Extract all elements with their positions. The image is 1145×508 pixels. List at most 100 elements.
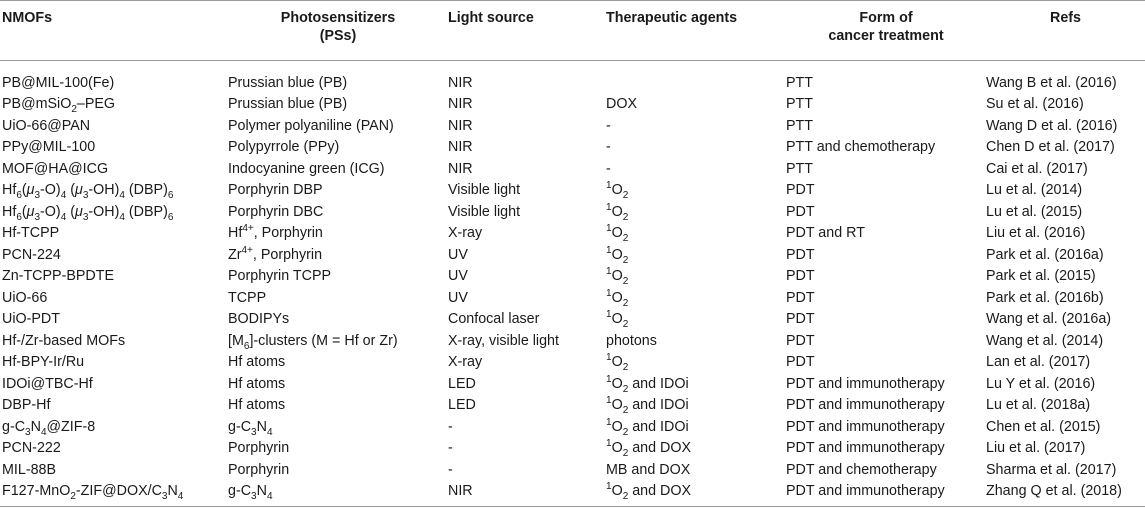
cell-ref: Sharma et al. (2017) [986,461,1117,478]
cell-therapeutic-agent: 1O2 [606,180,629,202]
cell-treatment-form: PTT [786,74,814,91]
cell-ref: Lan et al. (2017) [986,354,1091,371]
cell-nmof: PCN-224 [2,246,61,263]
cell-photosensitizer: [M6]-clusters (M = Hf or Zr) [228,332,398,352]
cell-ref: Lu Y et al. (2016) [986,375,1096,392]
cell-therapeutic-agent: 1O2 [606,352,629,374]
cell-photosensitizer: g-C3N4 [228,418,273,438]
cell-photosensitizer: Hf4+, Porphyrin [228,223,323,242]
cell-photosensitizer: Hf atoms [228,375,286,392]
cell-photosensitizer: Porphyrin [228,461,290,478]
cell-light-source: NIR [448,74,473,91]
cell-light-source: Confocal laser [448,311,540,328]
table-bottom-rule [0,506,1145,507]
cell-nmof: UiO-PDT [2,311,60,328]
cell-ref: Wang et al. (2014) [986,332,1104,349]
cell-ref: Cai et al. (2017) [986,160,1088,177]
cell-ref: Lu et al. (2015) [986,203,1083,220]
cell-light-source: NIR [448,483,473,500]
cell-therapeutic-agent: 1O2 [606,309,629,331]
cell-nmof: MIL-88B [2,461,57,478]
cell-ref: Liu et al. (2016) [986,225,1086,242]
cell-ref: Park et al. (2016b) [986,289,1104,306]
cell-light-source: Visible light [448,203,521,220]
cell-light-source: LED [448,375,476,392]
cell-treatment-form: PDT [786,289,815,306]
cell-ref: Wang D et al. (2016) [986,117,1118,134]
cell-therapeutic-agent: 1O2 [606,201,629,223]
cell-nmof: DBP-Hf [2,397,51,414]
cell-photosensitizer: Zr4+, Porphyrin [228,244,323,263]
cell-therapeutic-agent: 1O2 and IDOi [606,395,689,417]
cell-light-source: - [448,418,453,435]
table-row: Hf6(μ3-O)4 (μ3-OH)4 (DBP)6 Porphyrin DBC V… [0,201,1145,223]
cell-treatment-form: PDT [786,268,815,285]
table-row: Hf6(μ3-O)4 (μ3-OH)4 (DBP)6 Porphyrin DBP V… [0,180,1145,202]
cell-photosensitizer: Porphyrin [228,440,290,457]
header-row: NMOFs Photosensitizers(PSs) Light source… [0,0,1145,69]
cell-therapeutic-agent: - [606,117,611,134]
cell-therapeutic-agent: DOX [606,96,637,113]
cell-nmof: Hf-/Zr-based MOFs [2,332,126,349]
cell-therapeutic-agent [606,69,786,94]
cell-nmof: IDOi@TBC-Hf [2,375,93,392]
cell-nmof: Hf-TCPP [2,225,60,242]
cell-photosensitizer: Polymer polyaniline (PAN) [228,117,394,134]
cell-therapeutic-agent: 1O2 [606,223,629,245]
cell-photosensitizer: Porphyrin DBC [228,203,324,220]
cell-light-source: NIR [448,117,473,134]
cell-photosensitizer: g-C3N4 [228,483,273,503]
cell-ref: Chen et al. (2015) [986,418,1101,435]
cell-therapeutic-agent: 1O2 [606,266,629,288]
cell-light-source: Visible light [448,182,521,199]
cell-therapeutic-agent: MB and DOX [606,461,691,478]
cell-photosensitizer: Indocyanine green (ICG) [228,160,385,177]
cell-treatment-form: PDT and immunotherapy [786,397,945,414]
cell-nmof: Zn-TCPP-BPDTE [2,268,115,285]
cell-nmof: Hf6(μ3-O)4 (μ3-OH)4 (DBP)6 [2,182,174,202]
cell-therapeutic-agent: 1O2 and DOX [606,481,692,503]
cell-light-source: X-ray [448,354,483,371]
cell-light-source: NIR [448,160,473,177]
cell-therapeutic-agent: - [606,160,611,177]
cell-treatment-form: PDT [786,332,815,349]
cell-light-source: X-ray, visible light [448,332,559,349]
header-refs: Refs [1050,10,1081,26]
cell-therapeutic-agent: - [606,139,611,156]
cell-photosensitizer: TCPP [228,289,267,306]
cell-treatment-form: PDT and immunotherapy [786,440,945,457]
cell-photosensitizer: Porphyrin DBP [228,182,323,199]
cell-nmof: Hf-BPY-Ir/Ru [2,354,85,371]
header-nmofs: NMOFs [2,10,53,26]
cell-ref: Chen D et al. (2017) [986,139,1115,156]
cell-photosensitizer: Polypyrrole (PPy) [228,139,340,156]
cell-treatment-form: PDT and immunotherapy [786,375,945,392]
cell-treatment-form: PDT [786,182,815,199]
cell-therapeutic-agent: 1O2 and DOX [606,438,692,460]
header-photosensitizers: Photosensitizers(PSs) [280,10,396,44]
cell-light-source: UV [448,246,468,263]
cell-ref: Park et al. (2016a) [986,246,1104,263]
header-light-source: Light source [448,10,534,26]
header-therapeutic-agents: Therapeutic agents [606,10,738,26]
cell-therapeutic-agent: 1O2 [606,287,629,309]
cell-ref: Lu et al. (2014) [986,182,1083,199]
cell-treatment-form: PDT and immunotherapy [786,483,945,500]
cell-nmof: Hf6(μ3-O)4 (μ3-OH)4 (DBP)6 [2,203,174,223]
cell-light-source: X-ray [448,225,483,242]
table-top-rule [0,0,1145,1]
